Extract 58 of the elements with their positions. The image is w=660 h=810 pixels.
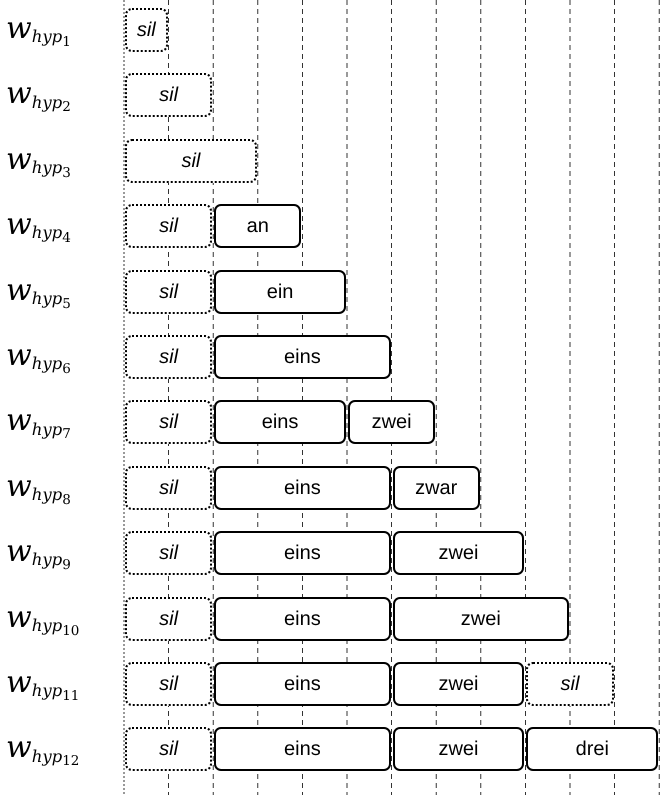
word-segment	[392, 662, 524, 706]
silence-segment	[125, 8, 168, 52]
word-segment	[392, 531, 524, 576]
silence-segment	[125, 662, 212, 706]
silence-segment	[125, 727, 212, 772]
segment-text: zwei	[438, 672, 478, 697]
segment-text: eins	[284, 606, 321, 632]
segment-text: sil	[159, 83, 178, 108]
silence-segment	[125, 596, 212, 641]
silence-segment	[125, 335, 212, 379]
segment-text: zwei	[438, 541, 478, 566]
segment-text: ein	[266, 280, 294, 305]
silence-segment	[125, 400, 212, 444]
silence-segment	[125, 138, 257, 183]
segment-text: eins	[284, 541, 321, 566]
word-segment	[214, 596, 391, 641]
segment-text: eins	[284, 476, 321, 501]
segment-text: sil	[159, 672, 178, 697]
segment-text: sil	[159, 345, 178, 370]
segment-text: sil	[159, 214, 178, 240]
word-segment	[214, 204, 302, 248]
word-segment	[214, 335, 391, 379]
silence-segment	[125, 204, 212, 248]
silence-segment	[526, 662, 614, 706]
word-segment	[392, 727, 524, 772]
segment-text: zwei	[372, 410, 412, 436]
word-segment	[214, 531, 391, 576]
silence-segment	[125, 531, 212, 576]
segment-text: sil	[181, 148, 200, 174]
segment-text: drei	[576, 737, 609, 762]
word-segment	[348, 400, 436, 444]
segment-text: eins	[284, 737, 321, 762]
segment-text: zwei	[438, 737, 478, 762]
silence-segment	[125, 466, 212, 510]
segment-text: sil	[159, 606, 178, 632]
segment-text: sil	[136, 18, 156, 43]
word-segment	[214, 466, 391, 510]
segment-text: eins	[262, 410, 298, 436]
segment-text: zwar	[415, 476, 458, 501]
silence-segment	[125, 73, 212, 118]
segment-text: sil	[159, 737, 178, 762]
segment-text: sil	[159, 280, 178, 305]
silence-segment	[125, 270, 212, 314]
segment-text: sil	[159, 410, 178, 436]
word-segment	[526, 727, 658, 772]
word-segment	[214, 727, 391, 772]
segment-text: sil	[159, 541, 178, 566]
word-segment	[392, 466, 480, 510]
word-segment	[392, 596, 569, 641]
segment-text: zwei	[460, 606, 501, 632]
segment-text: sil	[159, 476, 178, 501]
segment-text: eins	[284, 672, 321, 697]
word-segment	[214, 400, 346, 444]
word-segment	[214, 662, 391, 706]
word-segment	[214, 270, 346, 314]
segment-text: eins	[284, 345, 321, 370]
segment-text: an	[246, 214, 269, 240]
segment-text: sil	[560, 672, 580, 697]
